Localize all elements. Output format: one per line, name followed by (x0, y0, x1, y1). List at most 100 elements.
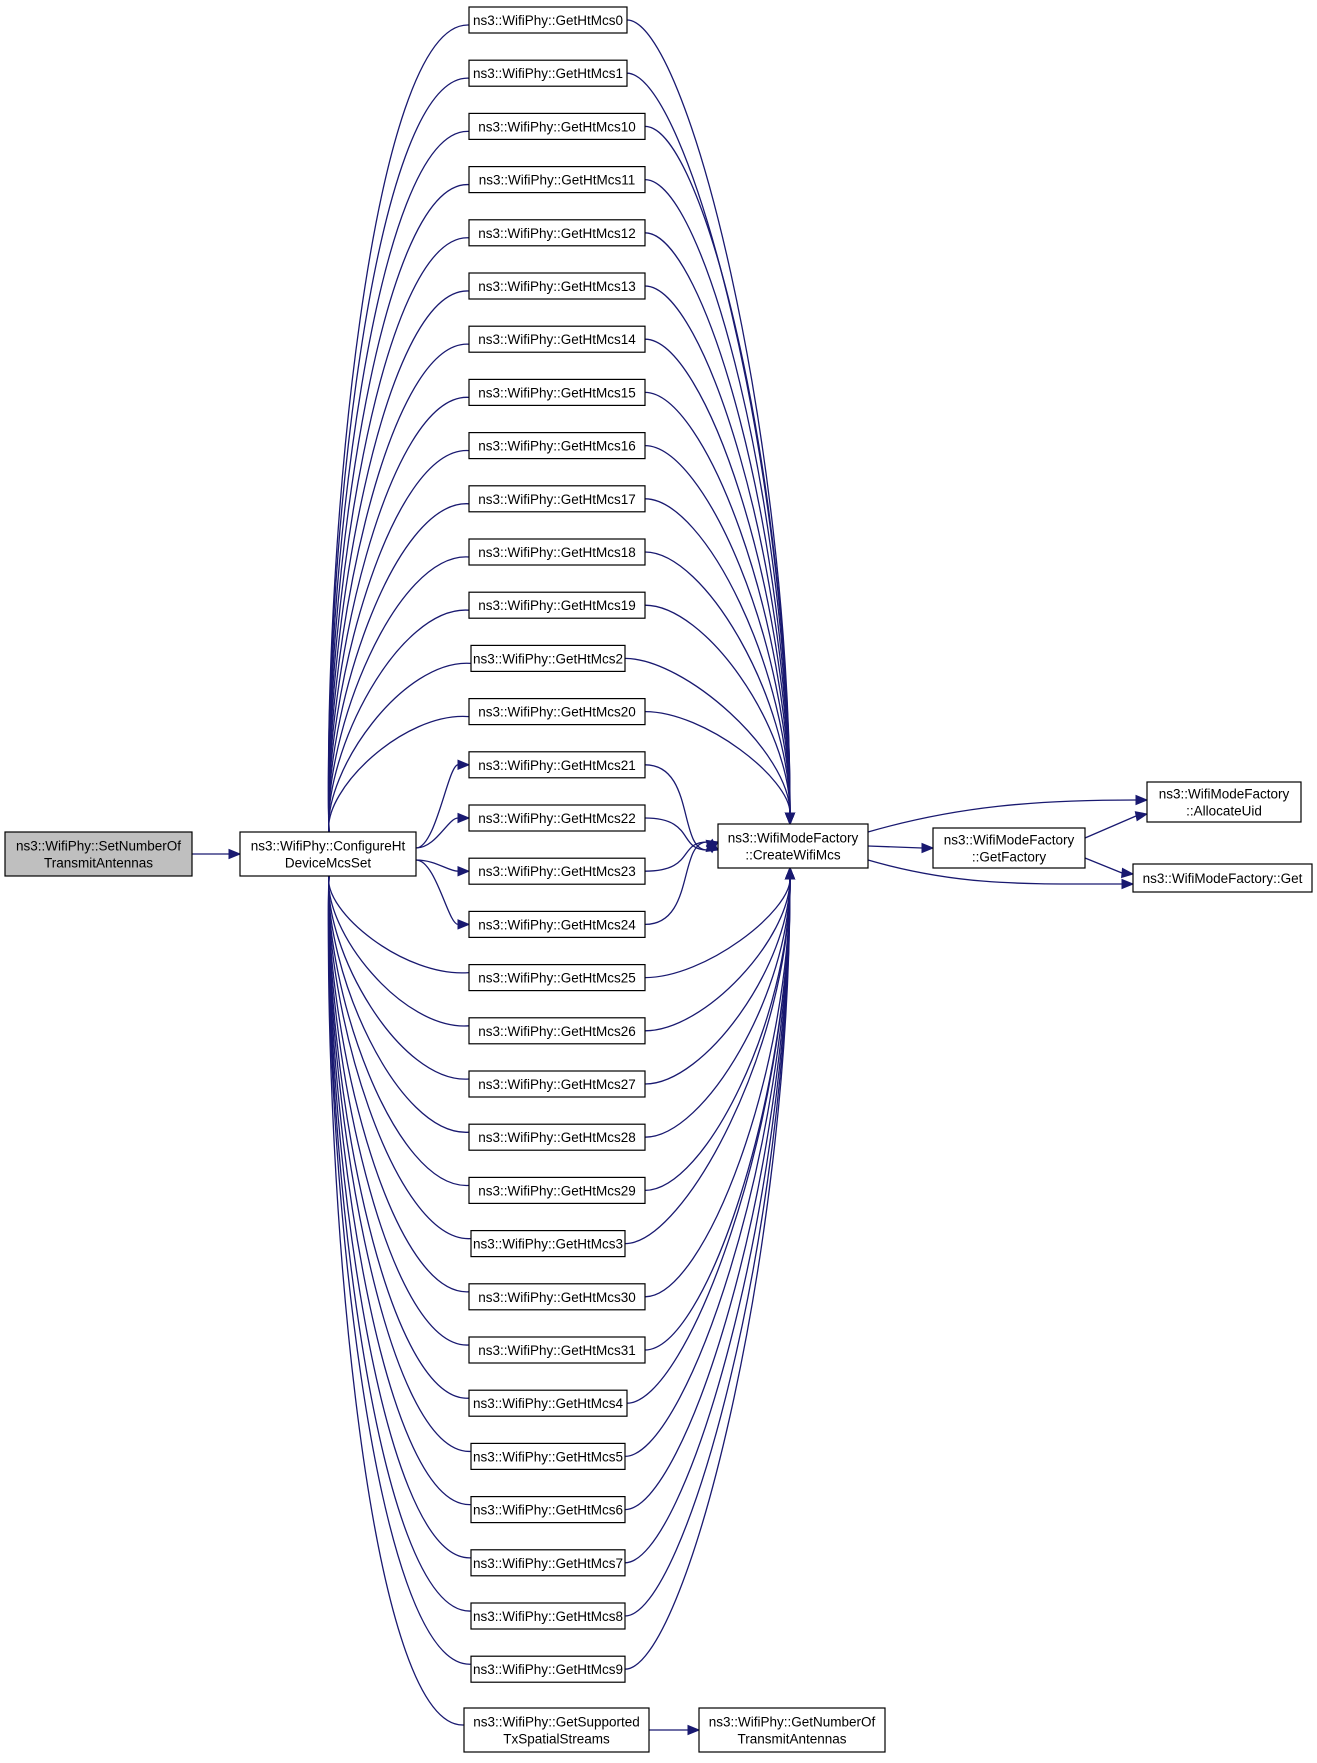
node-m17[interactable]: ns3::WifiPhy::GetHtMcs17 (468, 485, 646, 513)
edge-line (644, 232, 791, 814)
node-get[interactable]: ns3::WifiModeFactory::Get (1132, 863, 1313, 893)
node-box (470, 1442, 626, 1471)
edge-line (644, 604, 791, 814)
edge-cfg-to-m12 (327, 232, 483, 833)
node-m8[interactable]: ns3::WifiPhy::GetHtMcs8 (470, 1602, 626, 1630)
edge-line (328, 875, 470, 974)
node-label: ns3::WifiPhy::GetHtMcs4 (473, 1396, 624, 1411)
node-m13[interactable]: ns3::WifiPhy::GetHtMcs13 (468, 272, 646, 300)
node-getsup[interactable]: ns3::WifiPhy::GetSupportedTxSpatialStrea… (463, 1707, 650, 1753)
node-label: ns3::WifiPhy::GetHtMcs14 (478, 332, 636, 347)
edge-m21-to-create (644, 764, 720, 851)
edge-cfg-to-m0 (327, 19, 483, 833)
node-getnum[interactable]: ns3::WifiPhy::GetNumberOfTransmitAntenna… (698, 1707, 886, 1753)
node-create[interactable]: ns3::WifiModeFactory::CreateWifiMcs (717, 823, 869, 869)
node-m28[interactable]: ns3::WifiPhy::GetHtMcs28 (468, 1123, 646, 1151)
node-m4[interactable]: ns3::WifiPhy::GetHtMcs4 (468, 1389, 628, 1417)
node-m2[interactable]: ns3::WifiPhy::GetHtMcs2 (470, 644, 626, 673)
node-m26[interactable]: ns3::WifiPhy::GetHtMcs26 (468, 1017, 646, 1045)
node-m23[interactable]: ns3::WifiPhy::GetHtMcs23 (468, 857, 646, 885)
node-label: TransmitAntennas (737, 1732, 846, 1747)
edge-cfg-to-m17 (328, 498, 483, 833)
node-set_ant[interactable]: ns3::WifiPhy::SetNumberOfTransmitAntenna… (4, 831, 193, 877)
edge-m10-to-create (644, 125, 796, 826)
edge-cfg-to-m7 (327, 875, 485, 1563)
node-m15[interactable]: ns3::WifiPhy::GetHtMcs15 (468, 378, 646, 406)
node-box (468, 1389, 628, 1417)
edge-line (644, 710, 791, 814)
node-box (468, 325, 646, 353)
node-m9[interactable]: ns3::WifiPhy::GetHtMcs9 (470, 1655, 626, 1683)
edge-line (644, 878, 791, 1032)
edge-m9-to-create (624, 866, 796, 1670)
edge-arrowhead (457, 759, 471, 771)
edge-line (327, 343, 470, 833)
edge-m11-to-create (644, 178, 796, 826)
edge-cfg-to-m22 (415, 812, 471, 849)
edge-cfg-to-m19 (328, 605, 483, 833)
edge-line (327, 875, 470, 1293)
edge-layer (192, 19, 1149, 1736)
edge-line (327, 396, 470, 833)
edge-line (644, 878, 791, 1351)
edge-arrowhead (1121, 878, 1135, 890)
node-layer: ns3::WifiPhy::SetNumberOfTransmitAntenna… (4, 6, 1313, 1753)
node-box (468, 1070, 646, 1098)
node-alloc[interactable]: ns3::WifiModeFactory::AllocateUid (1146, 781, 1302, 823)
edge-getfac-to-get (1084, 857, 1135, 879)
edge-create-to-alloc (867, 794, 1149, 833)
node-m19[interactable]: ns3::WifiPhy::GetHtMcs19 (468, 591, 646, 619)
edge-line (328, 715, 470, 833)
node-m16[interactable]: ns3::WifiPhy::GetHtMcs16 (468, 432, 646, 460)
node-m25[interactable]: ns3::WifiPhy::GetHtMcs25 (468, 963, 646, 992)
node-m29[interactable]: ns3::WifiPhy::GetHtMcs29 (468, 1176, 646, 1205)
node-m21[interactable]: ns3::WifiPhy::GetHtMcs21 (468, 751, 646, 779)
node-box (470, 644, 626, 673)
node-m14[interactable]: ns3::WifiPhy::GetHtMcs14 (468, 325, 646, 353)
edge-m4-to-create (626, 866, 796, 1404)
node-m11[interactable]: ns3::WifiPhy::GetHtMcs11 (468, 166, 646, 194)
node-m30[interactable]: ns3::WifiPhy::GetHtMcs30 (468, 1283, 646, 1311)
edge-line (644, 841, 708, 926)
node-m7[interactable]: ns3::WifiPhy::GetHtMcs7 (470, 1549, 626, 1577)
node-label: ns3::WifiPhy::GetHtMcs18 (478, 545, 636, 560)
node-m10[interactable]: ns3::WifiPhy::GetHtMcs10 (468, 112, 646, 141)
edge-m16-to-create (644, 444, 796, 826)
node-m5[interactable]: ns3::WifiPhy::GetHtMcs5 (470, 1442, 626, 1471)
node-m27[interactable]: ns3::WifiPhy::GetHtMcs27 (468, 1070, 646, 1098)
edge-line (415, 817, 459, 849)
node-m1[interactable]: ns3::WifiPhy::GetHtMcs1 (468, 59, 628, 87)
node-m20[interactable]: ns3::WifiPhy::GetHtMcs20 (468, 697, 646, 726)
node-label: ns3::WifiPhy::GetHtMcs12 (478, 226, 636, 241)
edge-cfg-to-getsup (327, 875, 478, 1731)
edge-cfg-to-m21 (415, 759, 471, 849)
node-m22[interactable]: ns3::WifiPhy::GetHtMcs22 (468, 804, 646, 832)
node-box (470, 1495, 626, 1524)
edge-line (644, 878, 791, 1138)
edge-m8-to-create (624, 866, 796, 1617)
edge-line (327, 875, 470, 1399)
edge-m2-to-create (624, 657, 796, 826)
edge-line (644, 878, 791, 1192)
node-label: ns3::WifiPhy::GetHtMcs7 (473, 1556, 623, 1571)
node-getfac[interactable]: ns3::WifiModeFactory::GetFactory (932, 827, 1086, 869)
node-m24[interactable]: ns3::WifiPhy::GetHtMcs24 (468, 910, 646, 939)
node-m12[interactable]: ns3::WifiPhy::GetHtMcs12 (468, 219, 646, 247)
node-label: ns3::WifiPhy::GetHtMcs17 (478, 492, 636, 507)
node-label: ns3::WifiModeFactory (728, 831, 859, 846)
edge-set_ant-to-cfg (192, 848, 242, 860)
node-m18[interactable]: ns3::WifiPhy::GetHtMcs18 (468, 538, 646, 566)
edge-m20-to-create (644, 710, 796, 826)
edge-line (327, 875, 472, 1240)
edge-line (327, 290, 470, 833)
node-m31[interactable]: ns3::WifiPhy::GetHtMcs31 (468, 1336, 646, 1364)
edge-line (644, 444, 791, 814)
node-m0[interactable]: ns3::WifiPhy::GetHtMcs0 (468, 6, 628, 34)
node-m6[interactable]: ns3::WifiPhy::GetHtMcs6 (470, 1495, 626, 1524)
node-label: ns3::WifiModeFactory (944, 833, 1075, 848)
node-m3[interactable]: ns3::WifiPhy::GetHtMcs3 (470, 1229, 626, 1258)
edge-line (624, 878, 791, 1245)
node-box (1132, 863, 1313, 893)
